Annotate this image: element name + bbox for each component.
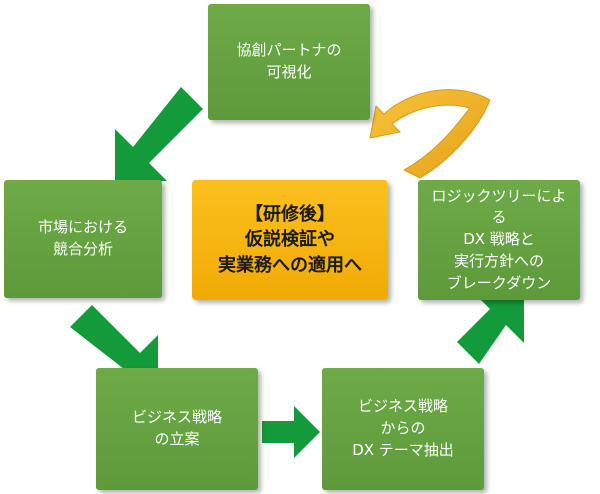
arrow-theme-to-logic (457, 291, 524, 364)
node-dx-theme-extraction: ビジネス戦略 からの DX テーマ抽出 (322, 368, 484, 490)
curved-feedback-arrow (369, 89, 491, 179)
node-logic-line-1: ロジックツリーによる (431, 186, 567, 227)
node-logic-line-3: 実行方針への (453, 251, 544, 270)
node-logic-tree-breakdown: ロジックツリーによる DX 戦略と 実行方針への ブレークダウン (418, 180, 580, 300)
node-center-line-1: 【研修後】 (245, 204, 335, 226)
node-partner-line-2: 可視化 (266, 63, 312, 81)
node-theme-line-1: ビジネス戦略 (357, 397, 448, 416)
node-center-line-2: 仮説検証や (245, 229, 335, 251)
node-logic-line-2: DX 戦略と (463, 230, 535, 249)
arrow-strategy-to-theme (262, 406, 320, 458)
node-strategy-line-2: の立案 (154, 430, 200, 448)
node-logic-line-4: ブレークダウン (446, 273, 552, 292)
arrow-analysis-to-strategy (70, 305, 158, 387)
node-post-training-center: 【研修後】 仮説検証や 実業務への適用へ (192, 180, 388, 300)
node-strategy-line-1: ビジネス戦略 (131, 408, 222, 427)
node-competitive-analysis: 市場における 競合分析 (4, 180, 162, 298)
node-partner-visualization: 協創パートナの 可視化 (208, 4, 370, 120)
arrow-partner-to-analysis (115, 87, 203, 181)
node-analysis-line-2: 競合分析 (52, 240, 113, 258)
node-business-strategy: ビジネス戦略 の立案 (96, 368, 258, 490)
node-theme-line-3: DX テーマ抽出 (352, 440, 454, 459)
node-theme-line-2: からの (380, 419, 426, 438)
node-partner-line-1: 協創パートナの (236, 41, 342, 60)
node-analysis-line-1: 市場における (37, 218, 128, 237)
node-center-line-3: 実業務への適用へ (218, 254, 362, 276)
